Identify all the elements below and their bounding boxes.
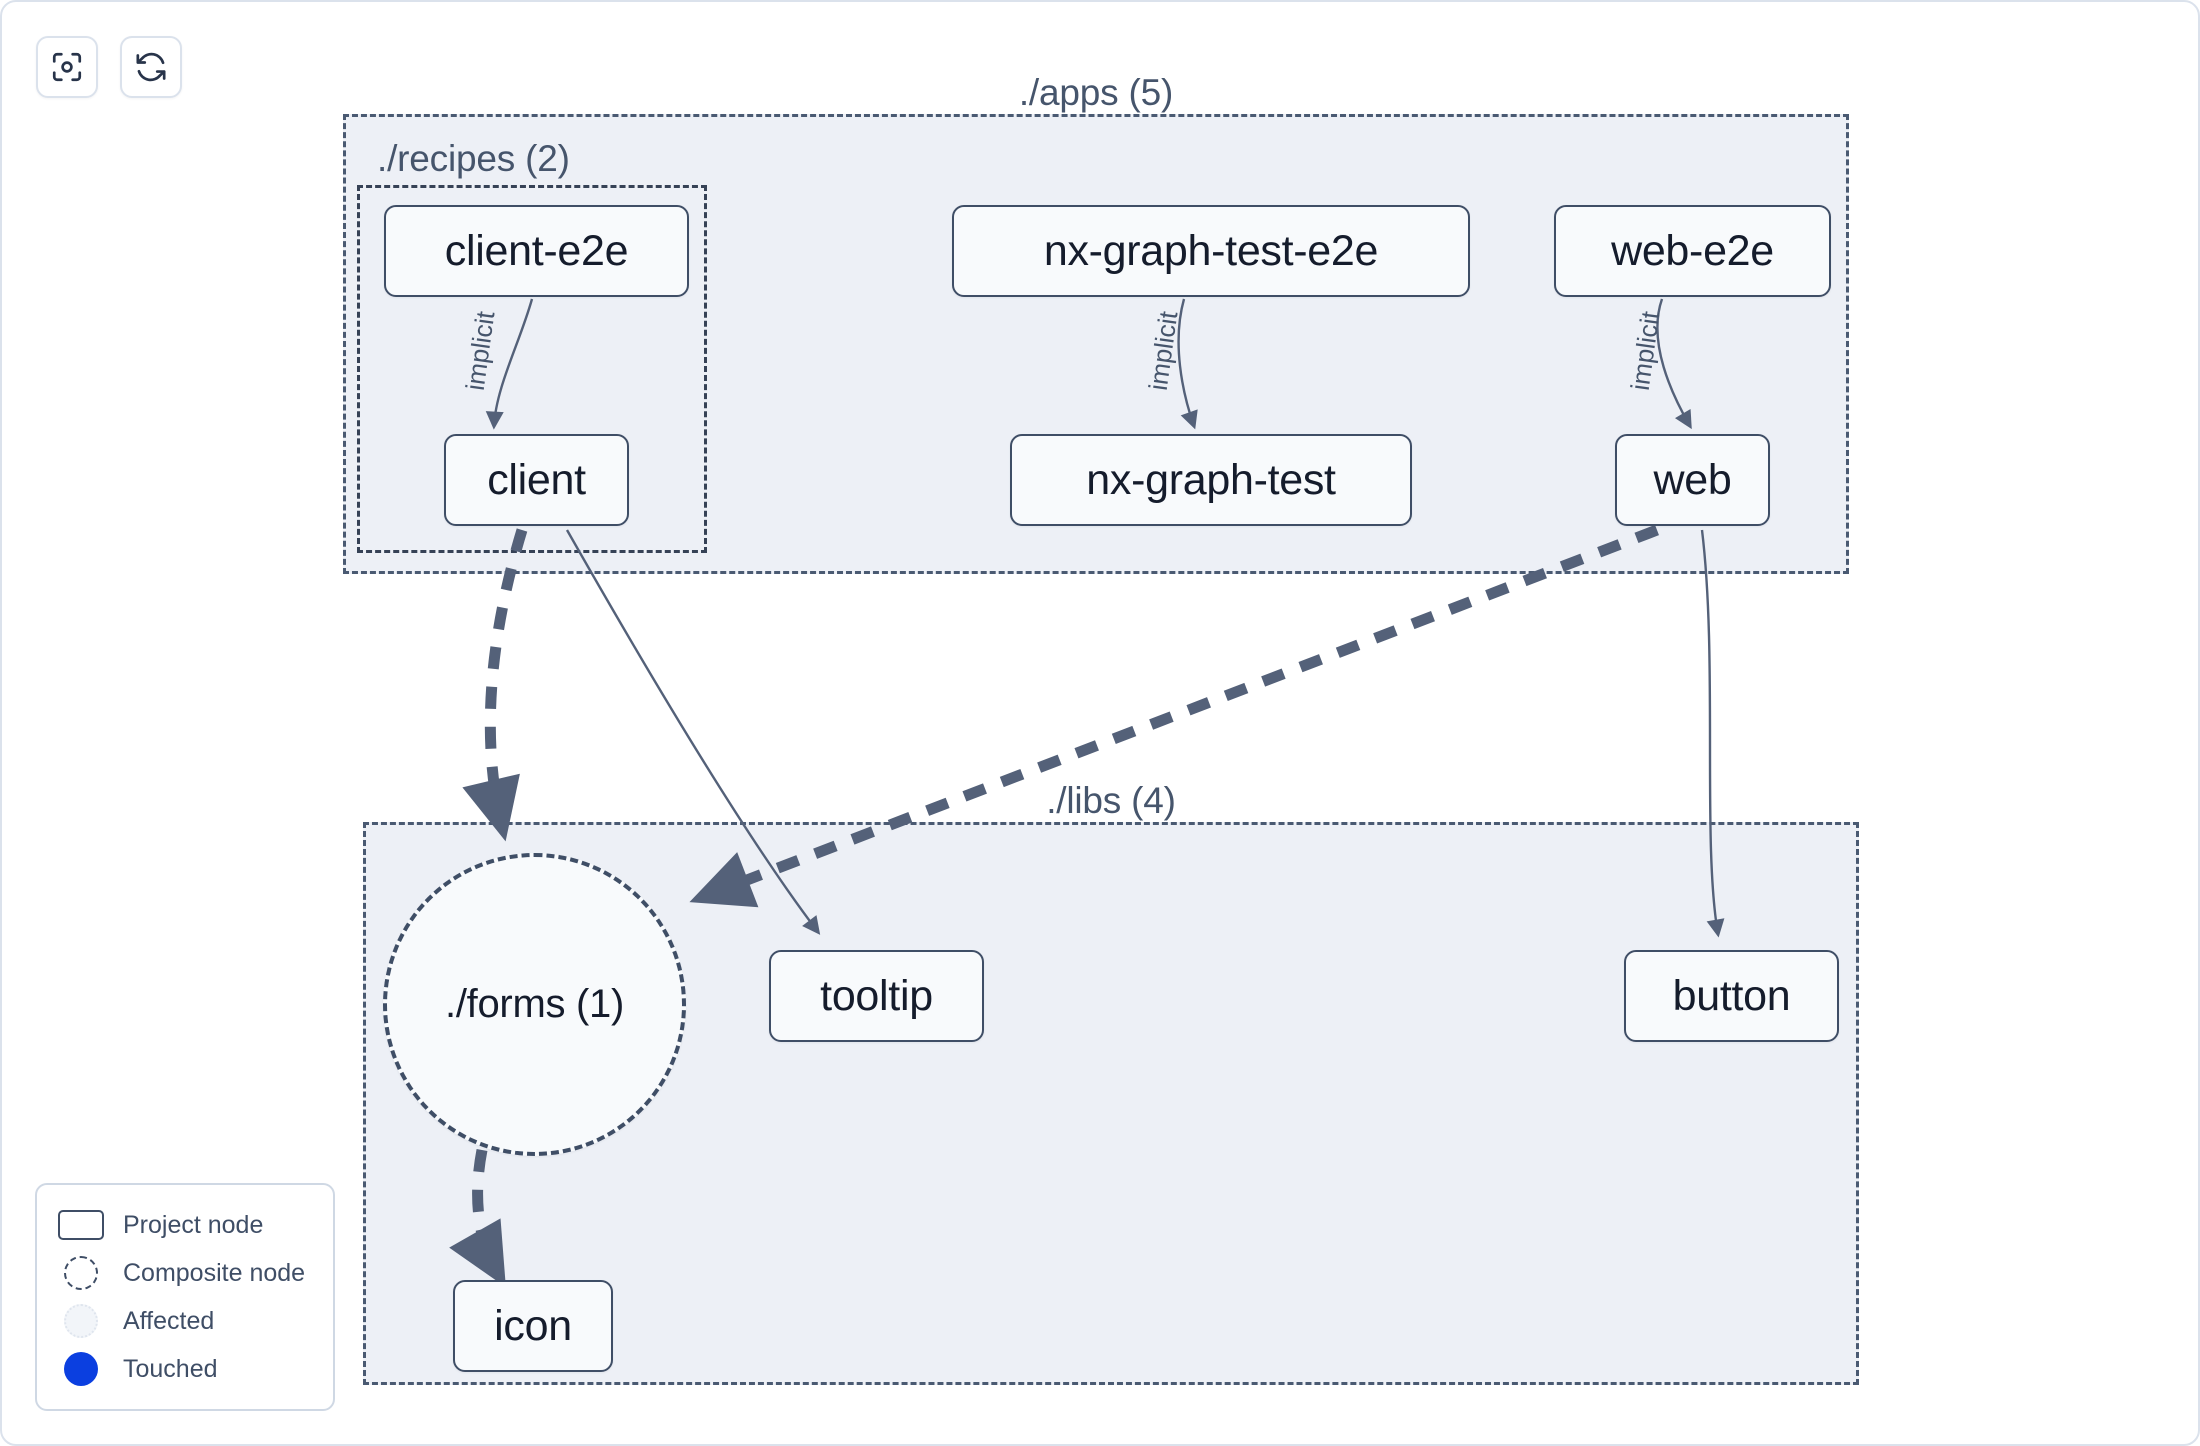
node-client-e2e[interactable]: client-e2e [384, 205, 689, 297]
node-nx-graph-test-e2e[interactable]: nx-graph-test-e2e [952, 205, 1470, 297]
node-tooltip[interactable]: tooltip [769, 950, 984, 1042]
focus-target-icon [50, 50, 84, 84]
composite-node-swatch [55, 1256, 107, 1290]
legend-label-affected: Affected [123, 1306, 215, 1335]
node-nx-graph-test[interactable]: nx-graph-test [1010, 434, 1412, 526]
legend-item-project-node: Project node [55, 1201, 315, 1249]
legend-item-affected: Affected [55, 1297, 315, 1345]
legend-item-touched: Touched [55, 1345, 315, 1393]
legend-item-composite-node: Composite node [55, 1249, 315, 1297]
touched-swatch [55, 1352, 107, 1386]
group-apps-label: ./apps (5) [1018, 72, 1174, 113]
refresh-graph-button[interactable] [120, 36, 182, 98]
group-recipes-label: ./recipes (2) [377, 138, 570, 179]
node-web[interactable]: web [1615, 434, 1770, 526]
node-button[interactable]: button [1624, 950, 1839, 1042]
focus-graph-button[interactable] [36, 36, 98, 98]
node-web-e2e[interactable]: web-e2e [1554, 205, 1831, 297]
legend-label-project-node: Project node [123, 1210, 264, 1239]
refresh-icon [134, 50, 168, 84]
node-client[interactable]: client [444, 434, 629, 526]
legend-label-composite-node: Composite node [123, 1258, 306, 1287]
node-icon[interactable]: icon [453, 1280, 613, 1372]
group-libs-label: ./libs (4) [1046, 780, 1176, 821]
legend-label-touched: Touched [123, 1354, 218, 1383]
graph-legend: Project node Composite node Affected Tou… [35, 1183, 335, 1411]
affected-swatch [55, 1304, 107, 1338]
node-forms-composite[interactable]: ./forms (1) [383, 853, 686, 1156]
project-node-swatch [55, 1210, 107, 1240]
graph-toolbar [36, 36, 182, 98]
